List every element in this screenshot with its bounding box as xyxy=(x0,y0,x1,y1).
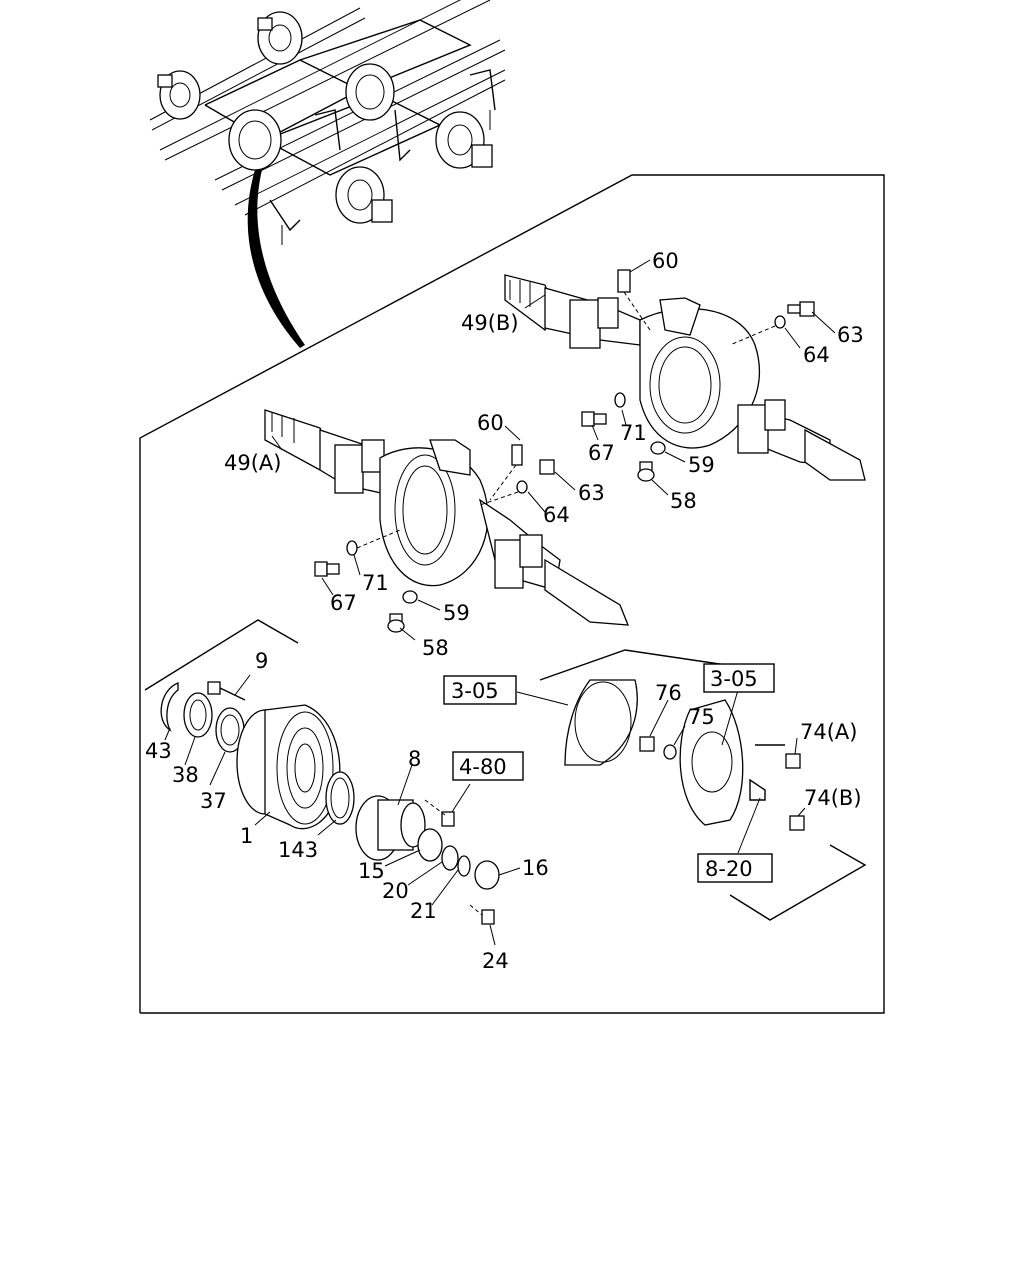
axle-housing-49a xyxy=(264,409,629,626)
label-38: 38 xyxy=(172,763,199,787)
part-number-labels: 60 49(B) 63 64 71 67 59 58 60 49(A) 63 6… xyxy=(145,249,864,973)
label-76: 76 xyxy=(655,681,682,705)
label-64-lower: 64 xyxy=(543,503,570,527)
label-60-lower: 60 xyxy=(477,411,504,435)
label-24: 24 xyxy=(482,949,509,973)
hub-assembly xyxy=(144,619,500,925)
chassis-overview-drawing xyxy=(149,0,506,245)
main-frame-border xyxy=(139,174,885,1014)
lower-fasteners xyxy=(314,444,555,633)
label-58-upper: 58 xyxy=(670,489,697,513)
label-59-upper: 59 xyxy=(688,453,715,477)
section-ref-480[interactable]: 4-80 xyxy=(452,751,524,781)
section-ref-305-right[interactable]: 3-05 xyxy=(703,663,775,693)
label-60-upper: 60 xyxy=(652,249,679,273)
label-74a: 74(A) xyxy=(800,720,857,744)
label-58-lower: 58 xyxy=(422,636,449,660)
label-9: 9 xyxy=(255,649,268,673)
label-49a: 49(A) xyxy=(224,451,281,475)
label-37: 37 xyxy=(200,789,227,813)
ref-480-text: 4-80 xyxy=(459,755,507,779)
label-63-lower: 63 xyxy=(578,481,605,505)
label-8: 8 xyxy=(408,747,421,771)
ref-820-text: 8-20 xyxy=(705,857,753,881)
section-ref-820[interactable]: 8-20 xyxy=(697,853,773,883)
upper-fasteners xyxy=(581,269,815,482)
label-49b: 49(B) xyxy=(461,311,519,335)
label-67-upper: 67 xyxy=(588,441,615,465)
ref-305-right-text: 3-05 xyxy=(710,667,758,691)
label-67-lower: 67 xyxy=(330,591,357,615)
label-15: 15 xyxy=(358,859,385,883)
section-ref-305-left[interactable]: 3-05 xyxy=(443,675,517,705)
label-71-lower: 71 xyxy=(362,571,389,595)
label-63-upper: 63 xyxy=(837,323,864,347)
label-74b: 74(B) xyxy=(804,786,862,810)
label-75: 75 xyxy=(688,705,715,729)
label-16: 16 xyxy=(522,856,549,880)
ref-305-left-text: 3-05 xyxy=(451,679,499,703)
callout-swoosh xyxy=(247,170,305,348)
label-59-lower: 59 xyxy=(443,601,470,625)
label-21: 21 xyxy=(410,899,437,923)
brake-assembly xyxy=(539,649,867,921)
label-64-upper: 64 xyxy=(803,343,830,367)
label-71-upper: 71 xyxy=(620,421,647,445)
axle-housing-49b xyxy=(504,274,866,481)
label-143: 143 xyxy=(278,838,318,862)
label-20: 20 xyxy=(382,879,409,903)
label-43: 43 xyxy=(145,739,172,763)
leader-lines xyxy=(164,259,836,946)
label-1: 1 xyxy=(240,824,253,848)
